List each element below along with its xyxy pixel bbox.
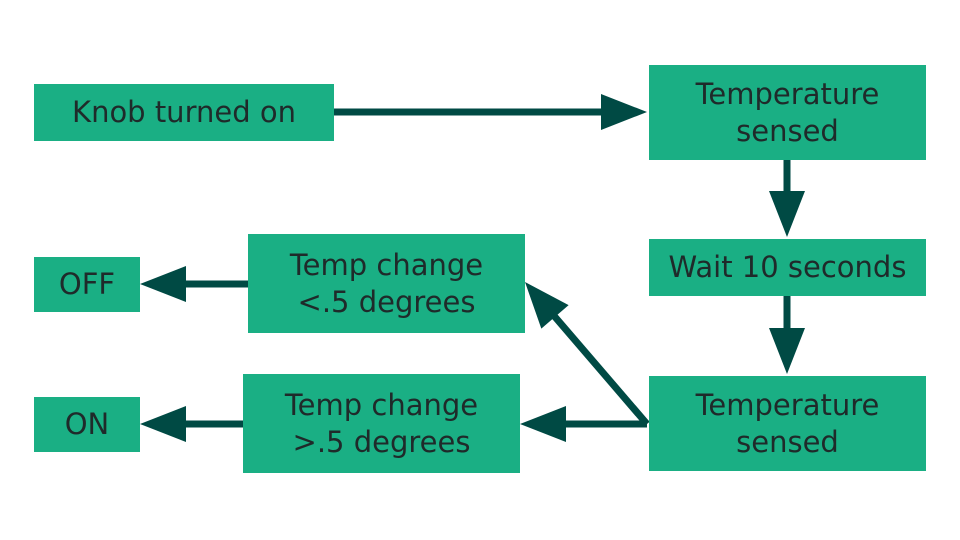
node-temperature-sensed-1: Temperature sensed (649, 65, 926, 160)
arrow-temp2-to-change_lt (525, 282, 650, 427)
node-change-gt-line-2: >.5 degrees (292, 424, 471, 459)
node-temp-change-less: Temp change <.5 degrees (248, 234, 525, 333)
arrowhead-icon (769, 328, 805, 374)
node-temp1-line-2: sensed (736, 113, 839, 148)
arrowhead-icon (140, 406, 186, 442)
node-on: ON (34, 397, 140, 452)
arrowhead-icon (601, 94, 647, 130)
node-knob-turned-on: Knob turned on (34, 84, 334, 141)
arrowhead-icon (769, 191, 805, 237)
arrow-change_gt-to-on (140, 406, 243, 442)
arrow-temp2-to-change_gt (520, 406, 647, 442)
node-wait-line-1: Wait 10 seconds (668, 250, 907, 285)
node-temp1-line-1: Temperature (695, 77, 880, 112)
node-off: OFF (34, 257, 140, 312)
arrowhead-icon (525, 282, 569, 329)
node-change-gt-line-1: Temp change (284, 388, 479, 423)
arrowhead-icon (520, 406, 566, 442)
arrow-shaft (551, 313, 650, 427)
arrow-knob-to-temp1 (334, 94, 647, 130)
arrow-temp1-to-wait (769, 160, 805, 237)
node-wait-10-seconds: Wait 10 seconds (649, 239, 926, 296)
arrow-wait-to-temp2 (769, 296, 805, 374)
node-temp2-line-2: sensed (736, 424, 839, 459)
node-temp-change-greater: Temp change >.5 degrees (243, 374, 520, 473)
node-temperature-sensed-2: Temperature sensed (649, 376, 926, 471)
node-temp2-line-1: Temperature (695, 388, 880, 423)
node-change-lt-line-2: <.5 degrees (297, 284, 476, 319)
node-off-line-1: OFF (58, 267, 116, 302)
node-on-line-1: ON (64, 407, 110, 442)
arrowhead-icon (140, 266, 186, 302)
arrow-change_lt-to-off (140, 266, 248, 302)
node-knob-line-1: Knob turned on (72, 95, 296, 130)
node-change-lt-line-1: Temp change (289, 248, 484, 283)
